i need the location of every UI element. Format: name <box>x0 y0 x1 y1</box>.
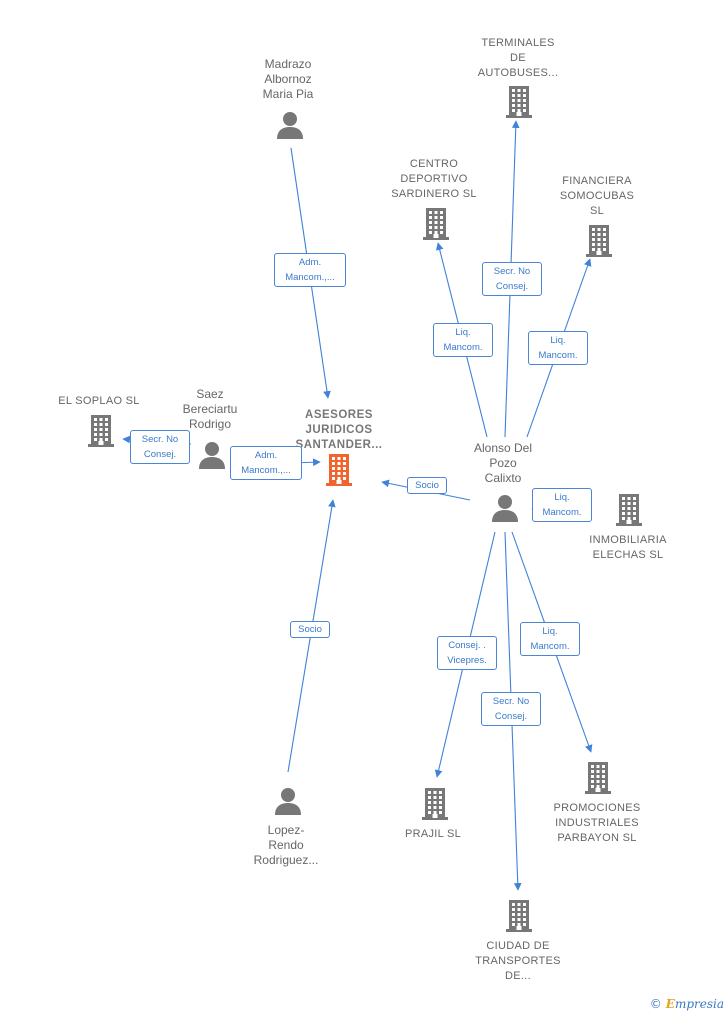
building-icon-center[interactable] <box>325 452 353 491</box>
node-label-center[interactable]: ASESORES JURIDICOS SANTANDER... <box>295 409 383 451</box>
building-icon-inmobiliaria[interactable] <box>615 492 643 531</box>
edge-label-alonso-inmobiliaria[interactable]: Liq. Mancom. <box>532 488 592 522</box>
building-icon-centro[interactable] <box>422 206 450 245</box>
edge-label-alonso-ciudad[interactable]: Secr. No Consej. <box>481 692 541 726</box>
edge-label-saez-soplao[interactable]: Secr. No Consej. <box>130 430 190 464</box>
edge-label-lopez-center[interactable]: Socio <box>290 620 330 638</box>
node-label-alonso[interactable]: Alonso Del Pozo Calixto <box>473 441 533 485</box>
edge-label-alonso-center[interactable]: Socio <box>407 476 447 494</box>
building-icon-prajil[interactable] <box>421 786 449 825</box>
node-label-inmobiliaria[interactable]: INMOBILIARIA ELECHAS SL <box>589 534 667 561</box>
person-icon-lopez[interactable] <box>273 786 303 821</box>
building-icon-financiera[interactable] <box>585 223 613 262</box>
node-label-prajil[interactable]: PRAJIL SL <box>404 828 462 840</box>
node-label-saez[interactable]: Saez Bereciartu Rodrigo <box>182 387 238 431</box>
edge-label-alonso-terminales[interactable]: Secr. No Consej. <box>482 262 542 296</box>
node-label-financiera[interactable]: FINANCIERA SOMOCUBAS SL <box>559 175 635 217</box>
building-icon-ciudad[interactable] <box>505 898 533 937</box>
building-icon-terminales[interactable] <box>505 84 533 123</box>
node-label-ciudad[interactable]: CIUDAD DE TRANSPORTES DE... <box>475 940 561 982</box>
node-label-lopez[interactable]: Lopez- Rendo Rodriguez... <box>253 823 319 867</box>
node-label-centro[interactable]: CENTRO DEPORTIVO SARDINERO SL <box>391 158 477 200</box>
edge-label-alonso-prajil[interactable]: Consej. . Vicepres. <box>437 636 497 670</box>
node-label-soplao[interactable]: EL SOPLAO SL <box>58 395 140 407</box>
building-icon-soplao[interactable] <box>87 413 115 452</box>
edge-label-madrazo-center[interactable]: Adm. Mancom.,... <box>274 253 346 287</box>
person-icon-alonso[interactable] <box>490 493 520 528</box>
node-label-madrazo[interactable]: Madrazo Albornoz Maria Pia <box>262 57 314 101</box>
building-icon-promociones[interactable] <box>584 760 612 799</box>
edge-label-alonso-financiera[interactable]: Liq. Mancom. <box>528 331 588 365</box>
node-label-promociones[interactable]: PROMOCIONES INDUSTRIALES PARBAYON SL <box>553 802 641 844</box>
person-icon-madrazo[interactable] <box>275 110 305 145</box>
edge-label-alonso-centro[interactable]: Liq. Mancom. <box>433 323 493 357</box>
edge-label-alonso-promociones[interactable]: Liq. Mancom. <box>520 622 580 656</box>
empresia-logo: ©Empresia <box>649 997 724 1011</box>
edge-label-saez-center[interactable]: Adm. Mancom.,... <box>230 446 302 480</box>
person-icon-saez[interactable] <box>197 440 227 475</box>
node-label-terminales[interactable]: TERMINALES DE AUTOBUSES... <box>477 37 559 79</box>
